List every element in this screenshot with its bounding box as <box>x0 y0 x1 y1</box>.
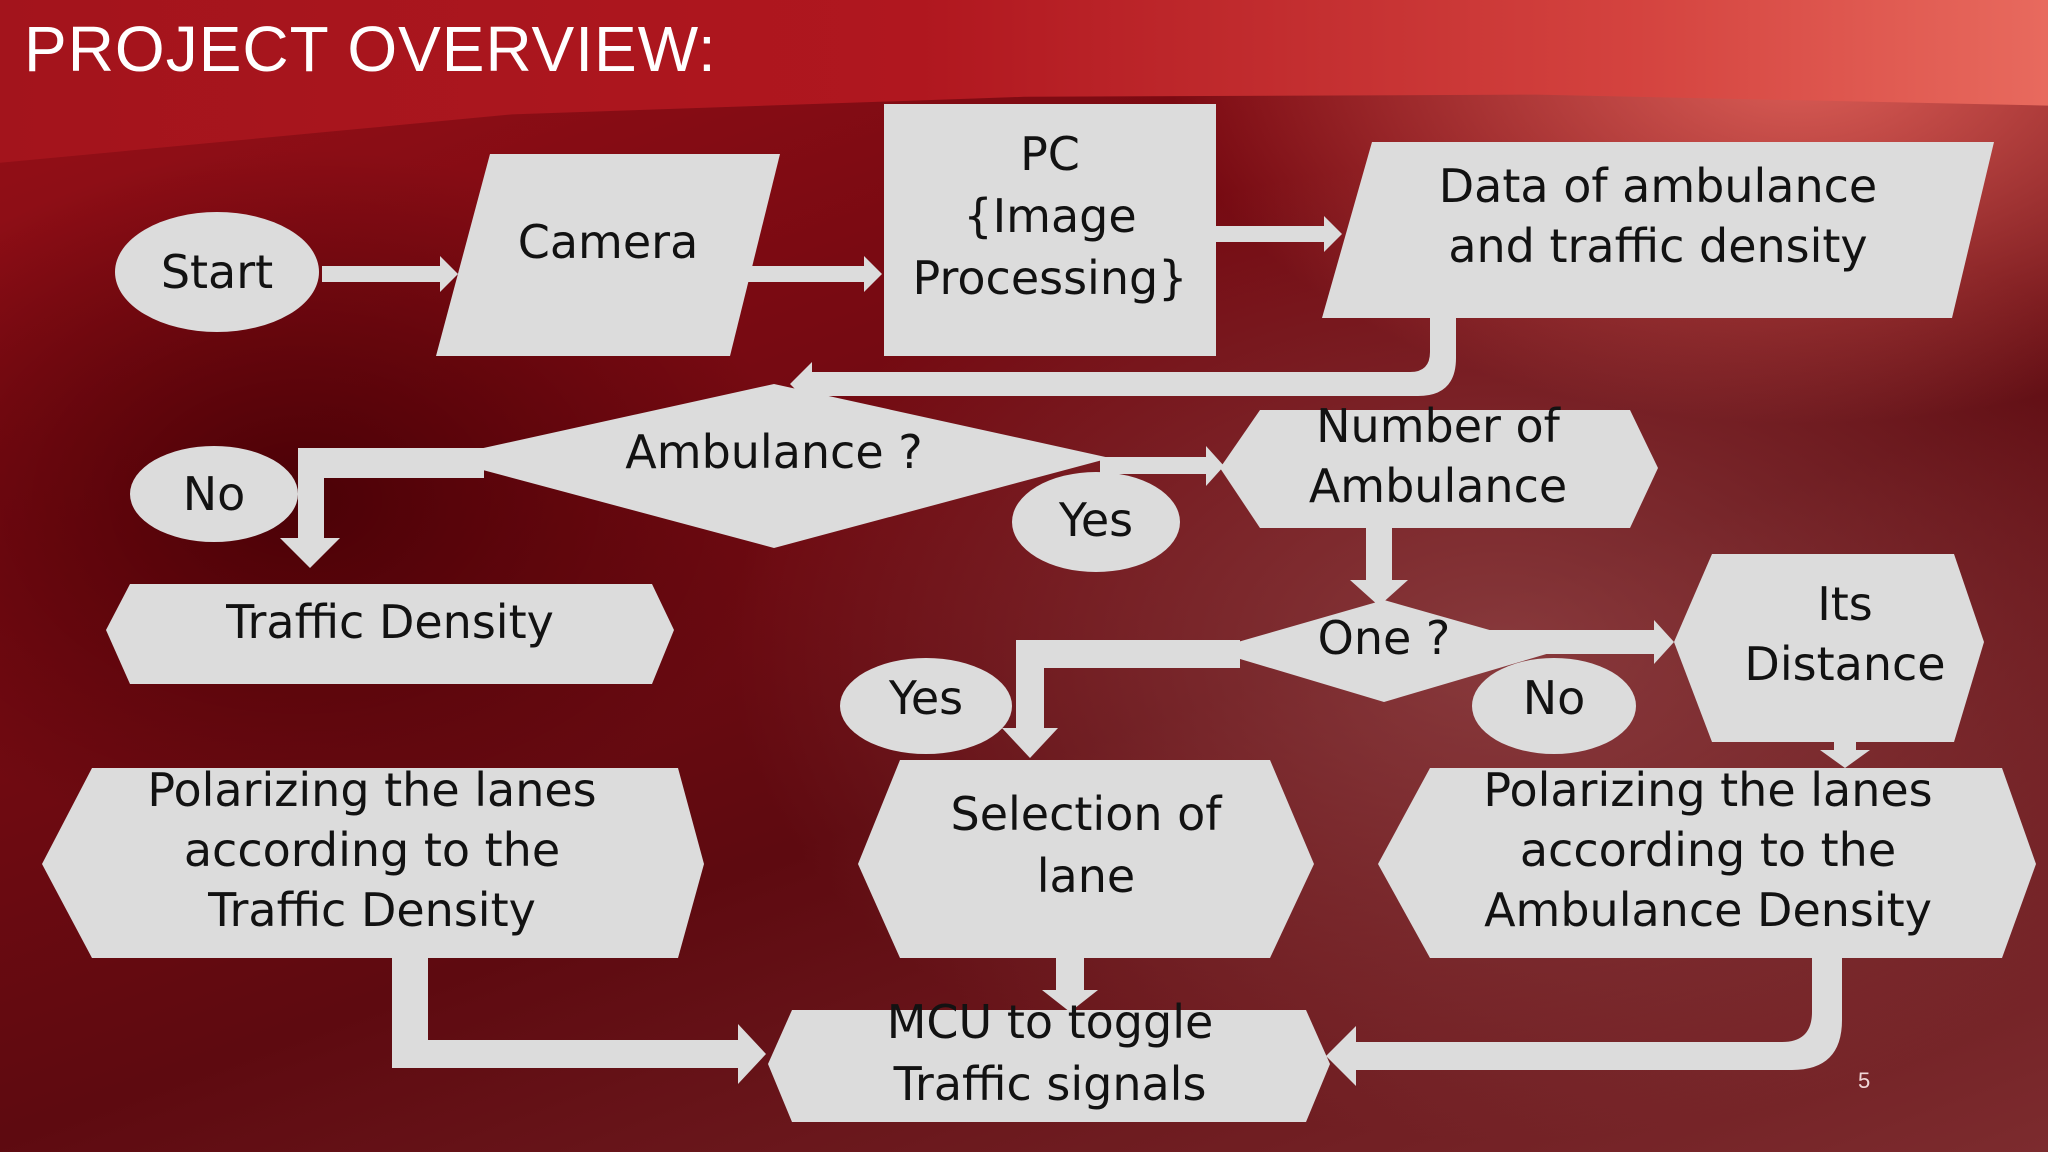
polarize-traffic-line1: Polarizing the lanes <box>147 763 596 817</box>
selection-of-lane-line1: Selection of <box>951 787 1224 841</box>
one-decision <box>1210 600 1560 702</box>
arrow-polarize-traffic-mcu <box>392 958 766 1084</box>
page-number: 5 <box>1858 1068 1871 1093</box>
polarize-ambulance-line1: Polarizing the lanes <box>1483 763 1932 817</box>
camera-input <box>436 154 780 356</box>
polarize-ambulance-line3: Ambulance Density <box>1484 883 1932 937</box>
mcu-line1: MCU to toggle <box>887 995 1214 1049</box>
ambulance-decision <box>438 384 1110 548</box>
traffic-density-node <box>106 584 674 684</box>
ambulance-no-label: No <box>183 467 246 521</box>
arrow-polarize-ambulance-mcu <box>1326 958 1842 1086</box>
mcu-line2: Traffic signals <box>893 1057 1207 1111</box>
polarize-traffic-line2: according to the <box>184 823 560 877</box>
polarize-traffic-node <box>42 768 704 958</box>
slide-title: PROJECT OVERVIEW: <box>24 13 717 85</box>
one-no-label: No <box>1523 671 1586 725</box>
mcu-node <box>768 1010 1330 1122</box>
ambulance-yes-bubble <box>1012 472 1180 572</box>
arrow-start-camera <box>322 256 458 292</box>
number-of-ambulance-line1: Number of <box>1316 399 1562 453</box>
traffic-density-label: Traffic Density <box>225 595 554 649</box>
number-of-ambulance-node <box>1220 410 1658 528</box>
arrow-camera-pc <box>748 256 882 292</box>
its-distance-node <box>1674 554 1984 742</box>
start-label: Start <box>161 245 273 299</box>
arrow-ambulance-no <box>280 448 484 568</box>
arrow-ambulance-yes <box>1100 446 1224 486</box>
arrow-distance-polarize <box>1820 742 1870 768</box>
ambulance-decision-label: Ambulance ? <box>625 425 922 479</box>
ambulance-yes-label: Yes <box>1058 493 1133 547</box>
one-yes-label: Yes <box>888 671 963 725</box>
start-terminal <box>115 212 319 332</box>
arrow-one-yes <box>1002 640 1240 758</box>
polarize-traffic-line3: Traffic Density <box>207 883 536 937</box>
ambulance-no-bubble <box>130 446 298 542</box>
one-no-bubble <box>1472 658 1636 754</box>
pc-label-line1: PC <box>1020 127 1080 181</box>
one-yes-bubble <box>840 658 1012 754</box>
polarize-ambulance-line2: according to the <box>1520 823 1896 877</box>
polarize-ambulance-node <box>1378 768 2036 958</box>
pc-label-line3: Processing} <box>913 251 1188 305</box>
selection-of-lane-line2: lane <box>1037 849 1135 903</box>
its-distance-line2: Distance <box>1744 637 1945 691</box>
camera-label: Camera <box>518 215 699 269</box>
data-label-line2: and traffic density <box>1448 219 1867 273</box>
its-distance-line1: Its <box>1817 577 1873 631</box>
one-decision-label: One ? <box>1318 611 1451 665</box>
data-output <box>1322 142 1994 318</box>
pc-label-line2: {Image <box>963 189 1136 243</box>
pc-process <box>884 104 1216 356</box>
data-label-line1: Data of ambulance <box>1439 159 1877 213</box>
selection-of-lane-node <box>858 760 1314 958</box>
arrow-pc-data <box>1210 216 1342 252</box>
arrow-data-ambulance <box>790 316 1456 406</box>
number-of-ambulance-line2: Ambulance <box>1309 459 1567 513</box>
arrow-number-one <box>1350 528 1408 606</box>
